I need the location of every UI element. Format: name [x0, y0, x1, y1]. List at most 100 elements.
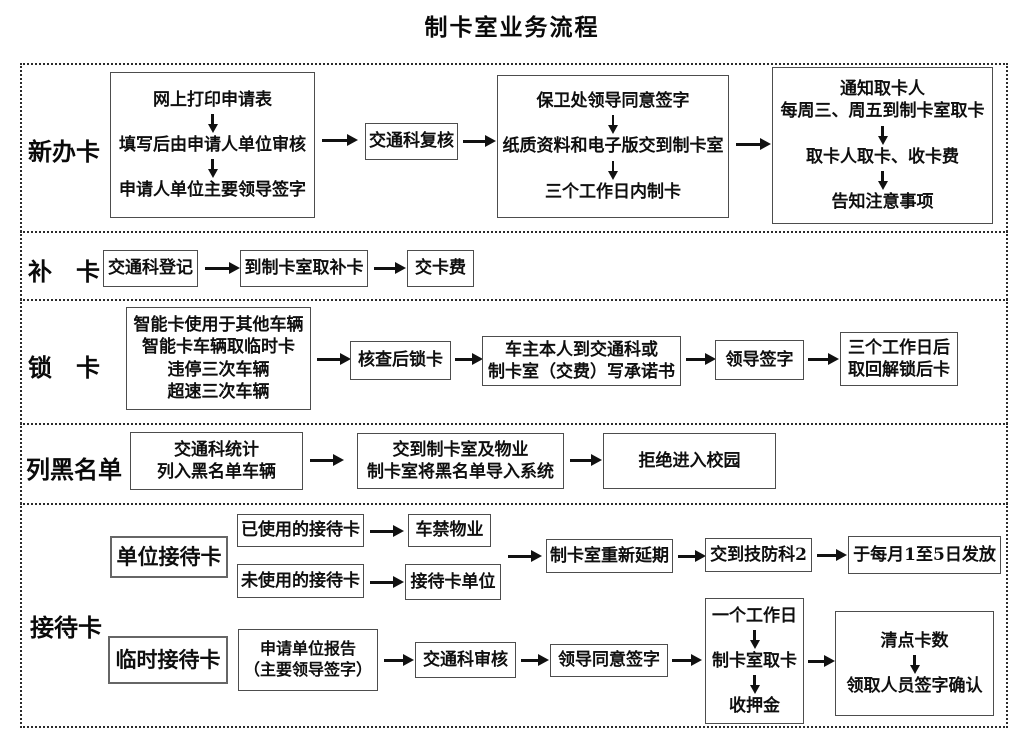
reception-tech-box: 交到技防科2	[705, 538, 812, 572]
lock-card-unlock-box: 三个工作日后 取回解锁后卡	[840, 332, 958, 386]
right-arrow-icon	[370, 576, 404, 588]
reception-used-box: 已使用的接待卡	[237, 514, 364, 547]
right-arrow-icon	[808, 353, 839, 365]
flow-step-text: 智能卡车辆取临时卡	[142, 337, 295, 358]
down-arrow-icon	[881, 125, 884, 136]
down-arrow-icon	[913, 655, 916, 665]
flow-step-text: 告知注意事项	[831, 191, 934, 212]
flow-step-text: 制卡室重新延期	[550, 545, 669, 566]
blacklist-import-box: 交到制卡室及物业 制卡室将黑名单导入系统	[357, 433, 564, 489]
replace-card-fee-box: 交卡费	[407, 250, 474, 287]
down-arrow-icon	[611, 160, 615, 171]
flow-step-text: 三个工作日内制卡	[545, 181, 681, 202]
replace-card-register-box: 交通科登记	[103, 250, 198, 287]
flow-step-text: 申请人单位主要领导签字	[119, 180, 306, 201]
flow-step-text: 交到技防科2	[710, 544, 807, 565]
flow-step-text: 通知取卡人	[840, 79, 925, 100]
new-card-submit-box: 保卫处领导同意签字 纸质资料和电子版交到制卡室 三个工作日内制卡	[497, 75, 729, 218]
flow-step-text: 取卡人取卡、收卡费	[806, 146, 959, 167]
reception-review-box: 交通科审核	[415, 642, 516, 678]
flow-step-text: 取回解锁后卡	[848, 360, 950, 380]
flow-step-text: 交卡费	[415, 258, 466, 279]
flow-step-text: 收押金	[729, 696, 780, 717]
reception-unit-label-box: 单位接待卡	[110, 536, 228, 578]
reception-property-box: 车禁物业	[408, 514, 491, 547]
right-arrow-icon	[570, 454, 602, 466]
flow-step-text: 交到制卡室及物业	[392, 439, 529, 460]
section-label-reception-card: 接待卡	[30, 613, 102, 642]
right-arrow-icon	[686, 353, 716, 365]
flow-step-text: 车主本人到交通科或	[505, 339, 658, 360]
down-arrow-icon	[881, 170, 884, 181]
flow-step-text: 列入黑名单车辆	[157, 462, 276, 482]
right-arrow-icon	[374, 262, 406, 274]
lock-card-sign-box: 领导签字	[715, 340, 804, 380]
flow-step-text: 交通科统计	[174, 439, 259, 460]
flow-step-text: 填写后由申请人单位审核	[119, 134, 306, 155]
flow-step-text: 网上打印申请表	[153, 89, 272, 110]
lock-card-reasons-box: 智能卡使用于其他车辆 智能卡车辆取临时卡 违停三次车辆 超速三次车辆	[126, 307, 311, 410]
down-arrow-icon	[611, 115, 615, 126]
flow-step-text: 领导签字	[725, 349, 794, 370]
flow-step-text: 于每月1至5日发放	[853, 544, 996, 565]
section-divider	[20, 503, 1008, 505]
down-arrow-icon	[211, 113, 214, 124]
flow-step-text: 领取人员签字确认	[846, 676, 983, 696]
reception-issue-box: 于每月1至5日发放	[848, 536, 1001, 574]
flow-step-text: 制卡室将黑名单导入系统	[367, 462, 554, 482]
flow-step-text: 到制卡室取补卡	[244, 258, 364, 279]
reception-unit-return-box: 接待卡单位	[405, 564, 501, 600]
flow-step-text: 核查后锁卡	[358, 350, 443, 371]
flow-step-text: 交通科复核	[369, 131, 454, 152]
right-arrow-icon	[455, 353, 483, 365]
replace-card-pickup-box: 到制卡室取补卡	[240, 250, 368, 287]
section-label-lock-card: 锁 卡	[28, 353, 100, 382]
right-arrow-icon	[678, 550, 706, 562]
flow-step-text: 智能卡使用于其他车辆	[133, 315, 304, 336]
right-arrow-icon	[672, 654, 702, 666]
new-card-apply-box: 网上打印申请表 填写后由申请人单位审核 申请人单位主要领导签字	[110, 72, 315, 218]
flow-step-text: 交通科登记	[108, 258, 193, 279]
flow-step-text: 车禁物业	[415, 520, 484, 541]
flow-step-text: 清点卡数	[880, 630, 949, 651]
right-arrow-icon	[310, 454, 344, 466]
flow-step-text: 一个工作日	[712, 605, 797, 626]
flow-step-text: 超速三次车辆	[167, 381, 270, 402]
right-arrow-icon	[817, 549, 847, 561]
lock-card-verify-box: 核查后锁卡	[350, 341, 451, 380]
reception-pickup-box: 一个工作日 制卡室取卡 收押金	[705, 598, 804, 724]
new-card-review-box: 交通科复核	[365, 123, 458, 160]
flow-step-text: 领导同意签字	[558, 650, 660, 671]
down-arrow-icon	[753, 675, 756, 686]
section-divider	[20, 231, 1008, 233]
flow-step-text: 交通科审核	[423, 649, 508, 670]
flow-step-text: 制卡室（交费）写承诺书	[488, 362, 675, 382]
right-arrow-icon	[317, 353, 351, 365]
down-arrow-icon	[211, 159, 214, 170]
section-divider	[20, 299, 1008, 301]
section-label-new-card: 新办卡	[28, 137, 100, 166]
reception-report-box: 申请单位报告 （主要领导签字）	[238, 629, 378, 691]
reception-renew-box: 制卡室重新延期	[546, 539, 673, 573]
reception-temp-label-box: 临时接待卡	[108, 636, 228, 684]
flow-step-text: 申请单位报告	[259, 639, 356, 659]
right-arrow-icon	[808, 655, 835, 667]
flow-step-text: 违停三次车辆	[167, 359, 270, 380]
flow-step-text: 制卡室取卡	[712, 650, 797, 671]
flow-step-text: 未使用的接待卡	[241, 570, 360, 591]
blacklist-stat-box: 交通科统计 列入黑名单车辆	[130, 432, 303, 490]
reception-sign-box: 领导同意签字	[550, 644, 668, 677]
right-arrow-icon	[322, 134, 358, 146]
flow-step-text: 接待卡单位	[410, 571, 496, 592]
blacklist-deny-box: 拒绝进入校园	[603, 433, 776, 489]
flow-step-text: 单位接待卡	[116, 544, 222, 570]
right-arrow-icon	[463, 135, 496, 147]
flow-step-text: 三个工作日后	[848, 337, 950, 358]
right-arrow-icon	[384, 654, 414, 666]
section-divider	[20, 423, 1008, 425]
lock-card-promise-box: 车主本人到交通科或 制卡室（交费）写承诺书	[482, 336, 681, 386]
flow-step-text: 每周三、周五到制卡室取卡	[780, 101, 985, 122]
reception-confirm-box: 清点卡数 领取人员签字确认	[835, 611, 994, 716]
right-arrow-icon	[736, 138, 771, 150]
